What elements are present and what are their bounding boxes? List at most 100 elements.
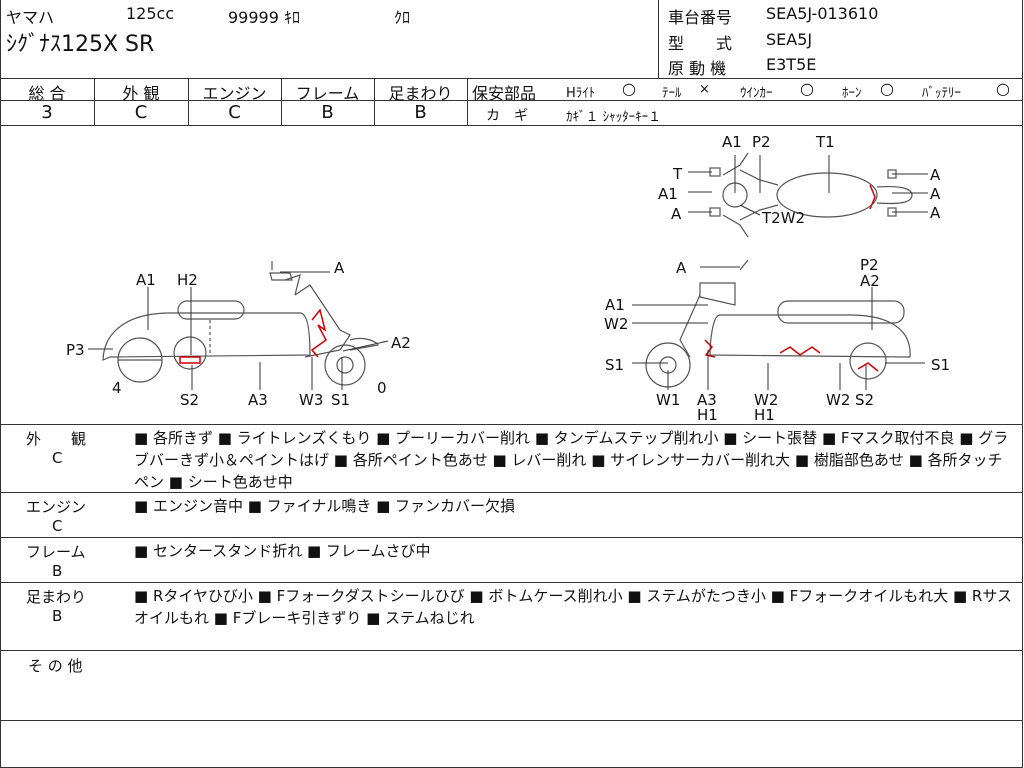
header-divider [0,78,1023,79]
winker-mark: ○ [800,79,814,98]
left-side-scooter [102,261,379,386]
right-damage-mark-3 [857,362,879,372]
detail-divider-3 [0,582,1023,583]
grade-col-line [281,78,282,125]
displacement: 125cc [126,4,175,23]
left-label-h2: H2 [177,271,198,289]
tail-label: ﾃｰﾙ [662,86,682,101]
grade-value-overall: 3 [41,102,53,123]
detail-divider-1 [0,492,1023,493]
grade-label-exterior: 外 観 [122,84,160,103]
left-label-s2: S2 [180,391,199,409]
detail-grade-engine: C [52,517,63,535]
right-label-w2-s: W2 [826,391,850,409]
right-label-a1: A1 [605,296,625,314]
right-label-a2: A2 [860,272,880,290]
model-name: ｼｸﾞﾅｽ125X SR [6,32,155,57]
headlight-mark: ○ [622,79,636,98]
grade-value-frame: B [321,102,334,123]
winker-label: ｳｲﾝｶｰ [740,86,773,101]
right-label-h1-a: H1 [697,406,718,424]
detail-text-engine: ■ エンジン音中 ■ ファイナル鳴き ■ ファンカバー欠損 [134,497,516,515]
top-label-t1: T1 [815,133,835,151]
top-label-ra2: A [930,185,941,203]
horn-label: ﾎｰﾝ [842,86,862,101]
grade-col-line [188,78,189,125]
detail-text-exterior: ■ 各所きず ■ ライトレンズくもり ■ プーリーカバー削れ ■ タンデムステッ… [134,429,1009,491]
headlight-label: Hﾗｲﾄ [566,86,596,101]
left-label-a-top: A [334,259,345,277]
detail-text-suspension: ■ Rタイヤひび小 ■ Fフォークダストシールひび ■ ボトムケース削れ小 ■ … [134,587,1013,627]
detail-divider-5 [0,720,1023,721]
key-label: カ ギ [486,108,528,124]
battery-label: ﾊﾞｯﾃﾘｰ [922,86,961,101]
detail-divider-2 [0,537,1023,538]
engine-label: 原 動 機 [668,59,727,78]
detail-grade-frame: B [52,562,63,580]
grade-bottom-line [0,125,1023,126]
frame-left [0,0,1,768]
top-label-ra1: A [930,166,941,184]
left-label-p3: P3 [66,341,85,359]
right-label-p2: P2 [860,256,879,274]
detail-label-suspension: 足まわり [26,588,87,606]
top-label-ra3: A [930,204,941,222]
right-damage-mark-2 [779,346,821,356]
right-label-w2: W2 [604,315,628,333]
right-damage-mark [704,339,716,358]
top-label-a1-top: A1 [722,133,742,151]
top-damage-mark [869,184,876,210]
detail-label-other: そ の 他 [28,657,83,675]
right-label-s1-left: S1 [605,356,624,374]
left-label-w3: W3 [299,391,323,409]
right-label-s1-right: S1 [931,356,950,374]
grade-value-exterior: C [134,102,148,123]
grade-col-line [374,78,375,125]
grade-label-frame: フレーム [295,84,360,103]
detail-label-engine: エンジン [26,498,87,516]
tail-mark: × [699,82,710,97]
detail-label-exterior: 外 観 [26,430,87,448]
detail-label-frame: フレーム [26,543,86,561]
grade-value-engine: C [228,102,241,123]
grade-value-suspension: B [414,102,427,123]
detail-divider-4 [0,650,1023,651]
grade-col-line [467,78,468,125]
battery-mark: ○ [996,79,1010,98]
diagram-bottom-line [0,424,1023,425]
right-label-a-top: A [676,259,687,277]
detail-text-frame: ■ センタースタンド折れ ■ フレームさび中 [134,542,431,560]
frame-right [1022,0,1023,768]
grade-label-suspension: 足まわり [388,84,453,103]
top-label-a1: A1 [658,185,678,203]
top-view-scooter [709,152,913,238]
left-label-a2: A2 [391,334,411,352]
right-label-w1: W1 [656,391,680,409]
grade-label-engine: エンジン [202,84,267,103]
mileage: 99999 ｷﾛ [228,8,300,27]
color: ｸﾛ [394,8,411,27]
type-label: 型 式 [668,34,733,53]
top-label-t: T [672,165,683,183]
grade-label-overall: 総 合 [28,84,66,103]
damage-diagram: A A1 H2 P3 A2 4 S2 A3 W3 S1 0 A P2 A2 A1… [66,133,950,424]
maker: ヤマハ [6,8,55,27]
leader-lines [88,155,928,390]
frame-no-label: 車台番号 [668,8,733,27]
left-damage-mark-2 [179,356,201,364]
right-label-w2-bottom: W2 [754,391,778,409]
left-label-a3: A3 [248,391,268,409]
grade-row-divider [0,100,1023,101]
top-label-t2w2: T2W2 [761,209,805,227]
grade-col-line [94,78,95,125]
right-label-h1-b: H1 [754,406,775,424]
top-label-p2: P2 [752,133,771,151]
safety-label: 保安部品 [472,84,537,103]
frame-no: SEA5J-013610 [766,4,879,23]
type-value: SEA5J [766,30,813,49]
top-label-a: A [671,205,682,223]
header-col-line [658,0,659,78]
left-label-4: 4 [112,379,122,397]
right-label-s2: S2 [855,391,874,409]
engine-value: E3T5E [766,55,817,74]
